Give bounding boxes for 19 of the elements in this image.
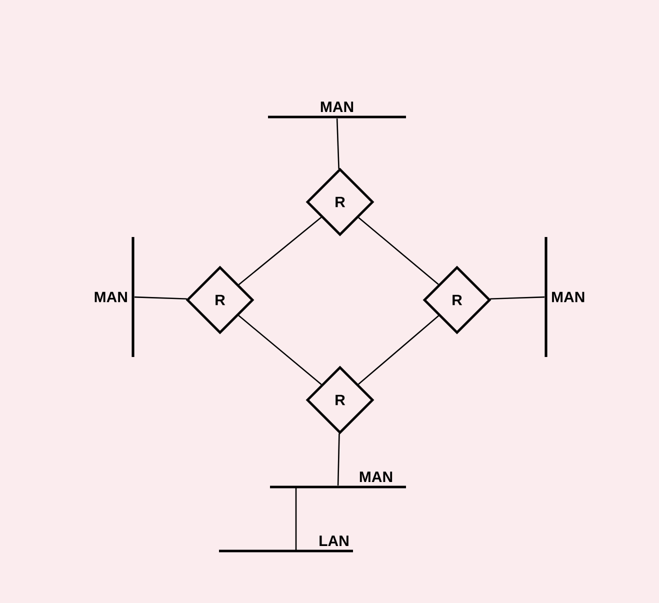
network-bar: LAN <box>219 536 353 552</box>
network-bar: MAN <box>94 237 134 357</box>
connector-line <box>134 296 187 300</box>
network-bar: MAN <box>270 472 406 488</box>
connector-line <box>336 118 340 169</box>
node-label: MAN <box>320 102 354 112</box>
connector-line <box>490 296 545 300</box>
node-label: LAN <box>320 536 348 546</box>
connector-line <box>358 217 439 285</box>
connector-line <box>238 315 322 385</box>
node-label: MAN <box>552 292 584 302</box>
connector-line <box>337 433 340 486</box>
network-bar: MAN <box>544 237 584 357</box>
network-bar: MAN <box>268 102 406 118</box>
connector-line <box>238 216 322 286</box>
connector-line <box>358 315 439 385</box>
node-label: MAN <box>360 472 392 482</box>
node-label: MAN <box>94 292 127 302</box>
connector-line <box>295 487 297 551</box>
